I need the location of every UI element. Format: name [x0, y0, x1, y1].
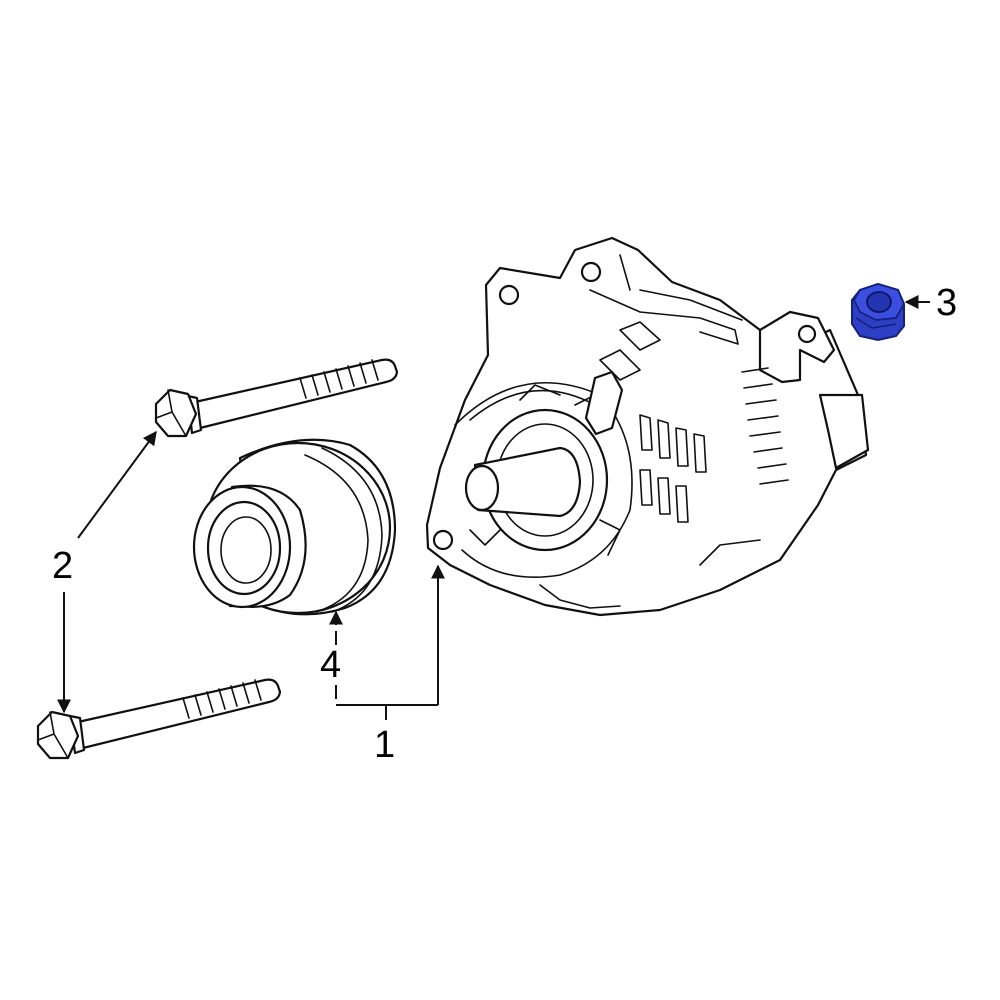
callout-pulley: 4 — [320, 644, 341, 686]
pulley[interactable] — [192, 438, 397, 616]
lower-bolt[interactable] — [36, 678, 282, 760]
upper-bolt[interactable] — [154, 358, 399, 438]
leader-lines — [57, 295, 930, 720]
callout-nut: 3 — [936, 282, 957, 324]
nut[interactable] — [851, 282, 906, 342]
callout-alternator: 1 — [374, 724, 395, 766]
alternator[interactable] — [425, 236, 870, 617]
callout-bolt: 2 — [52, 545, 73, 587]
